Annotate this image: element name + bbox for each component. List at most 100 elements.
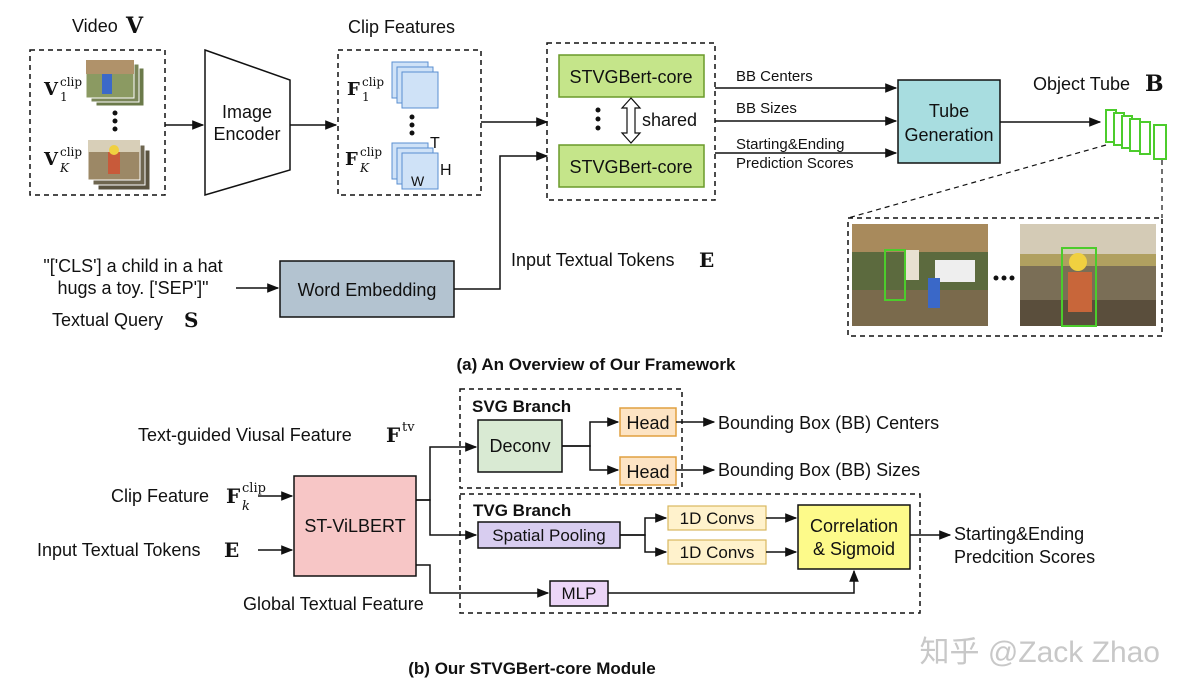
word-embedding-label: Word Embedding (298, 280, 437, 300)
overview-section: Video V V clip 1 V clip K (29, 13, 1167, 374)
deconv-label: Deconv (489, 436, 550, 456)
frame-first-sup: clip (60, 75, 82, 89)
bb-centers-label: BB Centers (736, 68, 813, 85)
conv-bottom-block (667, 539, 767, 565)
global-textual-label: Global Textual Feature (243, 594, 424, 614)
mlp-label: MLP (562, 584, 597, 603)
watermark: 知乎 @Zack Zhao (919, 636, 1160, 669)
tvg-branch-box (459, 493, 921, 614)
frames-vertical-dots (112, 110, 118, 132)
dim-w-label: W (411, 173, 425, 189)
conv-top-label: 1D Convs (680, 509, 755, 528)
arrow-embedding-to-core (454, 151, 549, 290)
feature-first-symbol: F (347, 79, 360, 100)
query-text-line-1: "['CLS'] a child in a hat (43, 256, 222, 276)
core-caption: (b) Our STVGBert-core Module (408, 659, 655, 678)
feature-first-sub: 1 (362, 90, 370, 104)
object-tube-symbol: B (1145, 71, 1164, 97)
arrow-pool-to-conv-bottom (620, 534, 668, 557)
image-encoder-label-1: Image (222, 102, 272, 122)
shared-double-arrow-icon (620, 97, 642, 144)
video-label: Video (72, 16, 118, 36)
correlation-sigmoid-block (797, 504, 911, 570)
frame-first-symbol: V (43, 79, 59, 100)
textual-query-label: Textual Query (52, 310, 163, 330)
head-top-label: Head (626, 413, 669, 433)
svg-branch-label: SVG Branch (472, 397, 571, 416)
scores-out-label-2: Predcition Scores (954, 547, 1095, 567)
tube-generation-label-1: Tube (929, 101, 969, 121)
video-symbol: V (125, 13, 144, 39)
arrow-to-deconv (416, 442, 478, 501)
stvgbert-core-top (558, 54, 705, 98)
frame-last-symbol: V (43, 149, 59, 170)
mlp-block (549, 580, 609, 607)
core-input-tokens-label: Input Textual Tokens (37, 540, 200, 560)
cores-vertical-dots (595, 107, 601, 131)
arrow-mlp-to-corr (608, 569, 859, 594)
object-tube-zoom-box (847, 217, 1163, 337)
stvgbert-core-top-label: STVGBert-core (569, 67, 692, 87)
feature-cube-last (391, 142, 439, 190)
tube-frame-first (852, 224, 988, 326)
st-vilbert-label: ST-ViLBERT (304, 516, 405, 536)
frame-last-sub: K (59, 161, 70, 175)
core-section: SVG Branch TVG Branch Text-guided Viusal… (37, 388, 1095, 678)
clip-features-label: Clip Features (348, 17, 455, 37)
tube-ellipsis (993, 275, 1015, 281)
frame-first-sub: 1 (60, 90, 68, 104)
stvgbert-core-bottom-label: STVGBert-core (569, 157, 692, 177)
feature-last-sub: K (359, 161, 370, 175)
core-input-tokens-symbol: E (224, 538, 239, 562)
tube-generation-label-2: Generation (904, 125, 993, 145)
deconv-block (477, 419, 563, 473)
tube-frame-last (1020, 224, 1156, 327)
textual-query-symbol: S (184, 308, 198, 332)
clip-feature-sub: k (242, 499, 250, 514)
text-guided-label: Text-guided Viusal Feature (138, 425, 352, 445)
query-text-line-2: hugs a toy. ['SEP']" (57, 278, 208, 298)
object-tube-label: Object Tube (1033, 74, 1130, 94)
head-bottom-label: Head (626, 462, 669, 482)
correlation-label-2: & Sigmoid (813, 539, 895, 559)
text-guided-symbol: F (386, 423, 400, 447)
bb-sizes-out-label: Bounding Box (BB) Sizes (718, 460, 920, 480)
shared-label: shared (642, 110, 697, 130)
image-encoder-label-2: Encoder (213, 124, 280, 144)
bb-centers-out-label: Bounding Box (BB) Centers (718, 413, 939, 433)
start-end-label-1: Starting&Ending (736, 136, 844, 153)
frame-stack-last (87, 139, 151, 191)
st-vilbert-block (293, 475, 417, 577)
svg-branch-box (459, 388, 683, 489)
arrow-deconv-to-head-bottom (562, 445, 620, 475)
clip-feature-sup: clip (242, 481, 266, 496)
head-bottom-block (619, 456, 677, 486)
dim-h-label: H (440, 162, 452, 179)
spatial-pooling-label: Spatial Pooling (492, 526, 605, 545)
correlation-label-1: Correlation (810, 516, 898, 536)
image-encoder-block (204, 48, 291, 197)
arrow-to-mlp (416, 564, 550, 598)
start-end-label-2: Prediction Scores (736, 155, 854, 172)
dim-t-label: T (430, 135, 440, 152)
clip-feature-symbol: F (226, 484, 240, 508)
clip-feature-label: Clip Feature (111, 486, 209, 506)
scores-out-label-1: Starting&Ending (954, 524, 1084, 544)
arrow-to-spatial-pooling (416, 499, 478, 540)
conv-bottom-label: 1D Convs (680, 543, 755, 562)
video-frames-box (29, 49, 166, 196)
word-embedding-block (279, 260, 455, 318)
input-tokens-label: Input Textual Tokens (511, 250, 674, 270)
overview-caption: (a) An Overview of Our Framework (457, 355, 737, 374)
feature-first-sup: clip (362, 75, 384, 89)
bb-sizes-label: BB Sizes (736, 100, 797, 117)
tube-generation-block (897, 79, 1001, 164)
feature-cube-first (391, 61, 439, 109)
object-tube-icon (1105, 109, 1167, 160)
text-guided-sup: tv (402, 420, 415, 435)
features-vertical-dots (409, 114, 415, 136)
tvg-branch-label: TVG Branch (473, 501, 571, 520)
frame-last-sup: clip (60, 145, 82, 159)
feature-last-sup: clip (360, 145, 382, 159)
